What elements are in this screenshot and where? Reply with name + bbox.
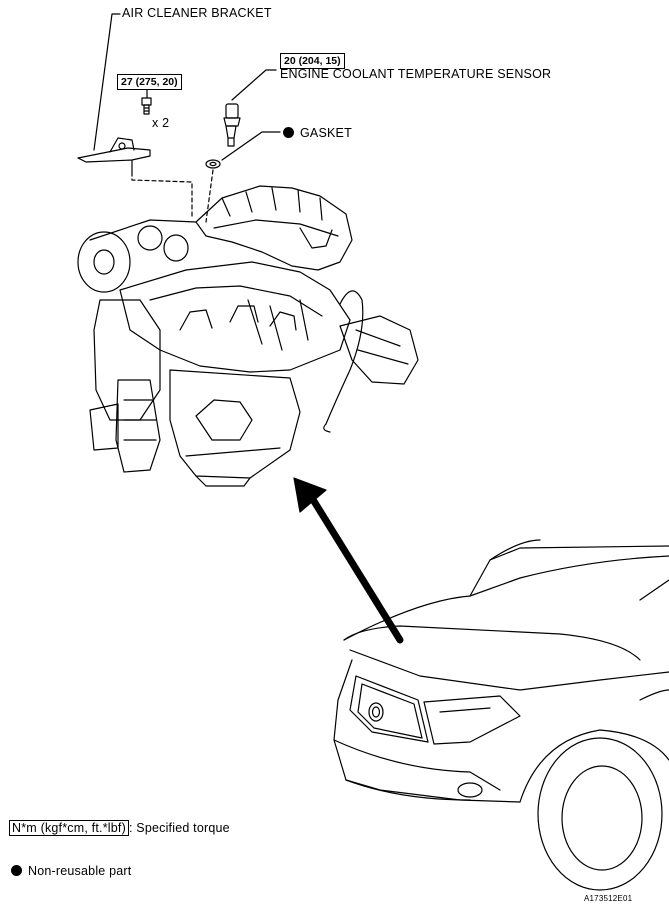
- bolt-icon: [141, 97, 152, 115]
- gasket-icon: [205, 159, 221, 169]
- location-arrow: [293, 477, 404, 644]
- non-reusable-legend-dot-icon: [11, 865, 22, 876]
- gasket-label: GASKET: [283, 126, 352, 140]
- air-cleaner-bracket-icon: [77, 137, 151, 173]
- leader-sensor: [231, 69, 277, 101]
- emblem-icon: [368, 702, 384, 722]
- torque-legend-desc: : Specified torque: [128, 821, 230, 835]
- sensor-name-label: ENGINE COOLANT TEMPERATURE SENSOR: [280, 67, 552, 81]
- vehicle-front-illustration: [333, 539, 669, 891]
- coolant-temperature-sensor-icon: [223, 103, 241, 147]
- torque-unit-box: N*m (kgf*cm, ft.*lbf): [9, 820, 129, 836]
- non-reusable-dot-icon: [283, 127, 294, 138]
- grille: [349, 675, 429, 743]
- figure-id: A173512E01: [584, 894, 633, 903]
- air-cleaner-bracket-label: AIR CLEANER BRACKET: [122, 6, 272, 20]
- bolt-torque-box: 27 (275, 20): [117, 74, 182, 90]
- wheel: [537, 737, 663, 891]
- non-reusable-legend-text: Non-reusable part: [28, 864, 132, 878]
- sensor-torque-box: 20 (204, 15): [280, 53, 345, 69]
- torque-legend: N*m (kgf*cm, ft.*lbf): Specified torque: [9, 820, 230, 836]
- leader-air-cleaner-bracket: [93, 13, 121, 151]
- leader-gasket: [221, 131, 281, 161]
- alignment-dash-sensor: [205, 169, 214, 223]
- gasket-text: GASKET: [300, 126, 352, 140]
- bolt-quantity-label: x 2: [152, 116, 170, 130]
- engine-assembly-illustration: [77, 185, 419, 487]
- non-reusable-legend: Non-reusable part: [11, 864, 131, 878]
- alignment-dash-bracket: [131, 171, 193, 219]
